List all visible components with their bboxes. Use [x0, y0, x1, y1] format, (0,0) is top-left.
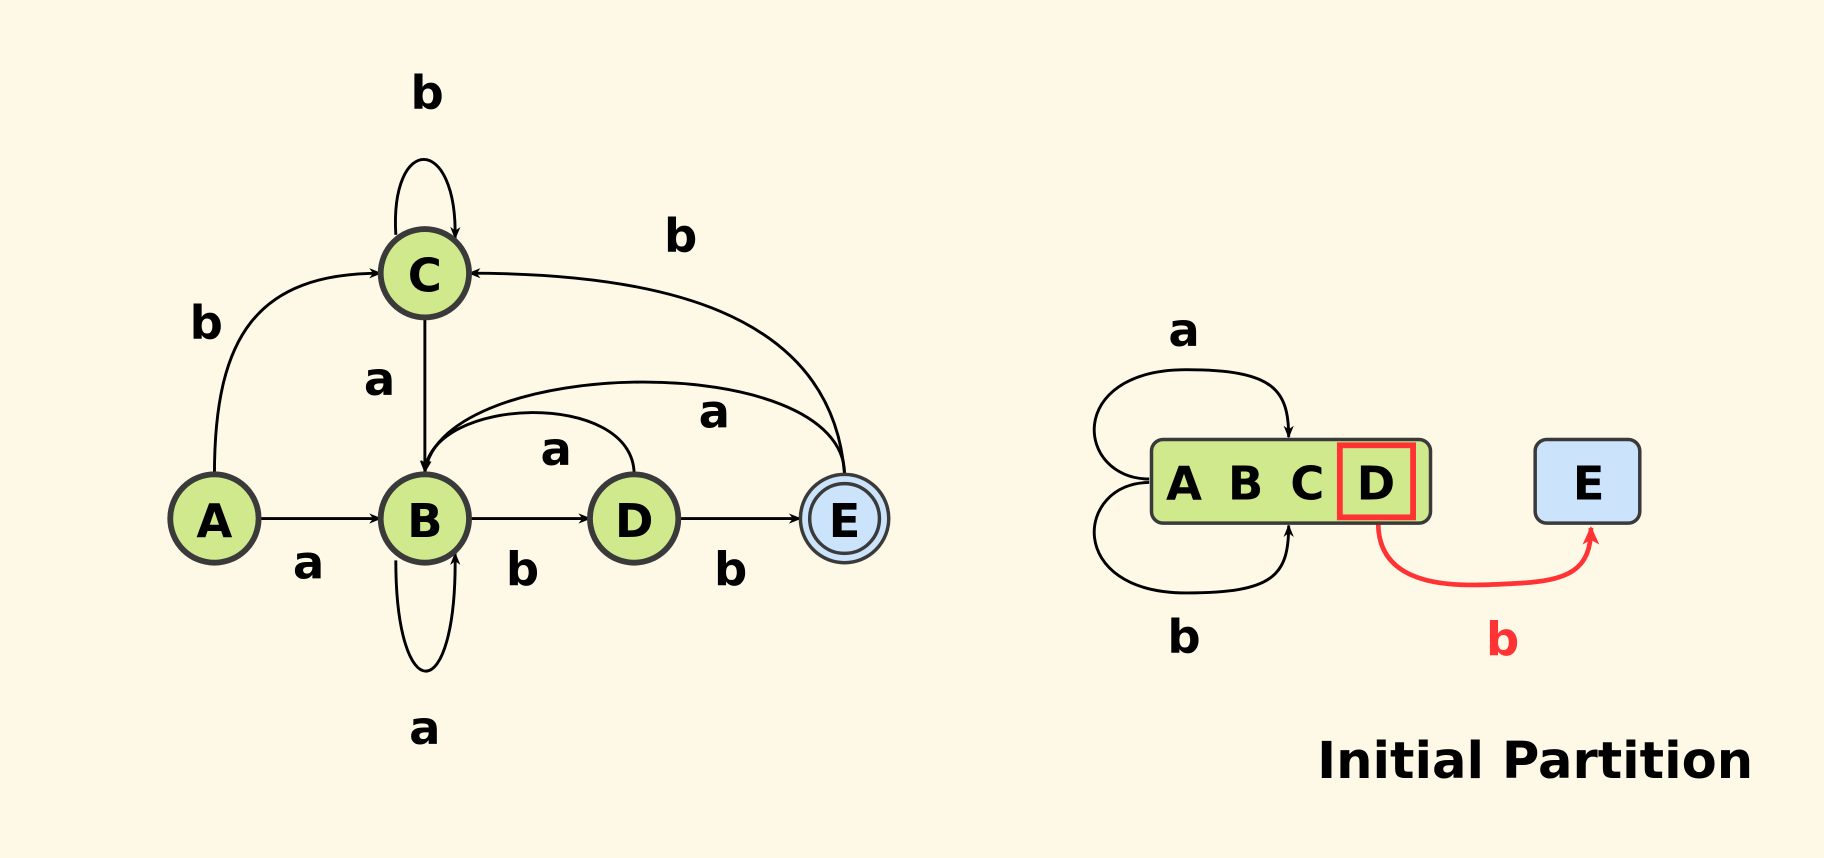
state-e-label: E — [829, 494, 861, 548]
group-member-a: A — [1166, 457, 1202, 511]
state-e-accepting: E — [798, 472, 891, 565]
edge-b-self — [394, 552, 461, 673]
group-member-e: E — [1573, 457, 1605, 511]
state-c-label: C — [408, 249, 442, 303]
label-a-to-c: b — [190, 296, 223, 350]
label-d-to-b: a — [541, 422, 572, 476]
partition-title: Initial Partition — [1317, 732, 1753, 791]
partition-label-b: b — [1167, 610, 1200, 664]
partition-label-d-to-e: b — [1486, 612, 1519, 666]
edge-e-to-c — [467, 268, 847, 475]
state-a: A — [167, 471, 262, 566]
state-a-label: A — [196, 494, 232, 548]
state-c: C — [377, 226, 472, 321]
label-b-to-d: b — [506, 543, 539, 597]
label-c-to-b: a — [364, 352, 395, 406]
label-a-to-b: a — [293, 536, 324, 590]
edge-labels: a b b a a b b a a b — [190, 66, 748, 755]
highlight-d-box — [1336, 442, 1416, 521]
edge-e-to-b — [421, 380, 847, 475]
label-e-to-b: a — [699, 385, 730, 439]
state-b: B — [377, 471, 472, 566]
partition-edges — [1092, 368, 1600, 595]
edge-c-self — [394, 158, 461, 240]
partition-d-to-e — [1375, 523, 1600, 588]
label-d-to-e: b — [714, 543, 747, 597]
partition-self-a — [1092, 368, 1294, 481]
group-member-d: D — [1357, 457, 1396, 511]
state-b-label: B — [407, 494, 442, 548]
edge-a-to-c — [212, 268, 382, 475]
label-e-to-c: b — [664, 209, 697, 263]
partition-label-a: a — [1168, 303, 1199, 357]
dfa-edges — [212, 158, 847, 673]
group-member-c: C — [1290, 457, 1324, 511]
label-b-self: a — [409, 701, 440, 755]
partition-self-b — [1092, 481, 1294, 595]
partition-group-abcd: A B C D — [1149, 437, 1433, 525]
partition-group-e: E — [1533, 437, 1642, 525]
state-d-label: D — [615, 494, 654, 548]
label-c-self: b — [411, 66, 444, 120]
state-d: D — [587, 471, 682, 566]
group-member-b: B — [1228, 457, 1263, 511]
